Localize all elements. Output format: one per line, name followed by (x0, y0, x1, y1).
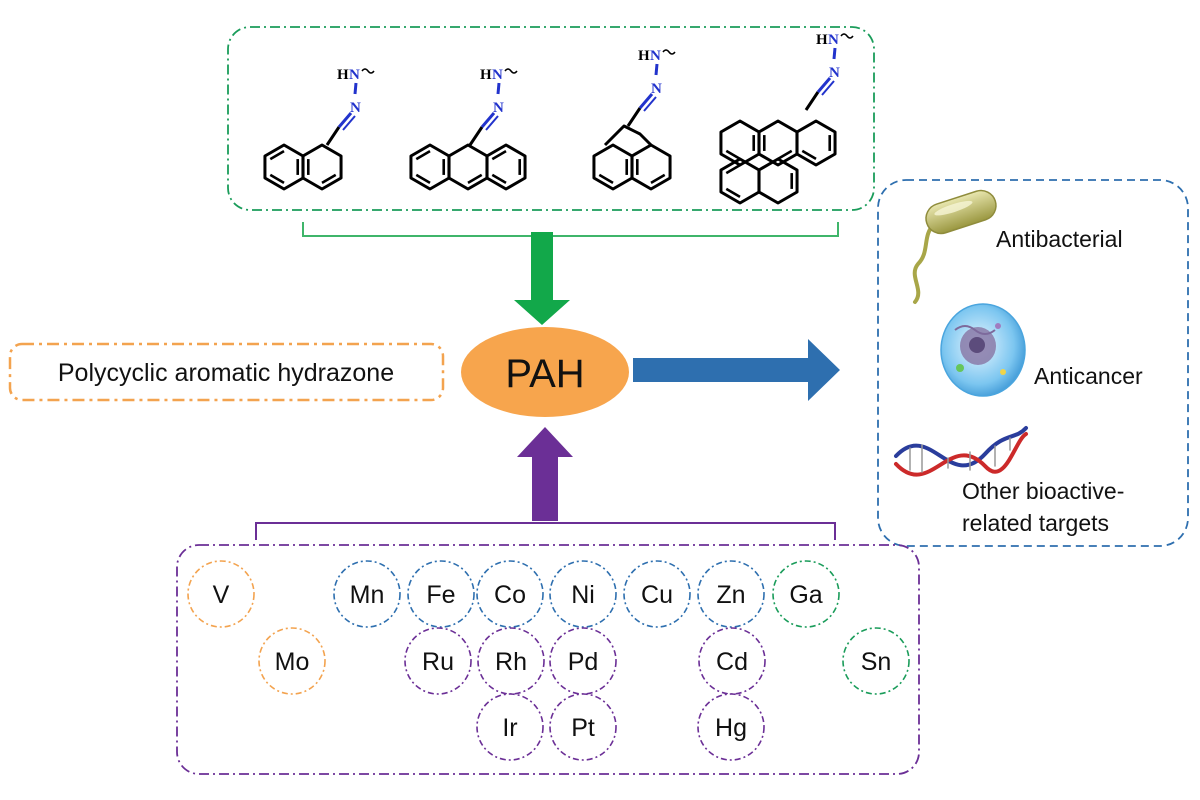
metal-co: Co (476, 560, 544, 628)
metal-cu: Cu (623, 560, 691, 628)
metal-pt: Pt (549, 693, 617, 761)
pyrene-ring-c (719, 157, 761, 205)
metal-hg: Hg (697, 693, 765, 761)
metal-mn: Mn (333, 560, 401, 628)
metal-zn: Zn (697, 560, 765, 628)
metal-symbol: Ga (789, 581, 822, 609)
metal-circle (476, 693, 544, 761)
metal-ga: Ga (772, 560, 840, 628)
naphthalene-ring-a (263, 143, 305, 191)
metal-circle (842, 627, 910, 695)
anthracene-ring-b (447, 143, 489, 191)
metal-circle (404, 627, 472, 695)
metal-pd: Pd (549, 627, 617, 695)
metal-ir: Ir (476, 693, 544, 761)
cell-icon (940, 303, 1026, 397)
metal-symbol: Rh (495, 648, 527, 676)
metal-symbol: Cu (641, 581, 673, 609)
anthracene-ring-a (409, 143, 451, 191)
pah-ellipse (461, 327, 629, 417)
metal-symbol: Ru (422, 648, 454, 676)
metal-circle (697, 693, 765, 761)
metal-circle (549, 693, 617, 761)
metal-rh: Rh (477, 627, 545, 695)
acenaphthene-bridge (603, 124, 653, 147)
metal-symbol: Pt (571, 714, 595, 742)
metals-box (176, 544, 920, 775)
top-bracket (302, 222, 839, 237)
pah-label: PAH (505, 352, 584, 396)
metal-mo: Mo (258, 627, 326, 695)
naphthalene-ring-b (301, 143, 343, 191)
metal-circle (623, 560, 691, 628)
hydrazone-label: Polycyclic aromatic hydrazone (58, 359, 394, 387)
metal-ru: Ru (404, 627, 472, 695)
svg-text:N: N (651, 81, 662, 97)
svg-text:N: N (650, 48, 661, 64)
metal-v: V (187, 560, 255, 628)
svg-text:N: N (492, 67, 503, 83)
metal-symbol: Pd (568, 648, 599, 676)
metal-symbol: Cd (716, 648, 748, 676)
metal-cd: Cd (698, 627, 766, 695)
metal-symbol: Sn (861, 648, 892, 676)
blue-arrow (633, 339, 840, 401)
metal-symbol: Fe (426, 581, 455, 609)
metal-circle (407, 560, 475, 628)
ligand-structures-box (227, 26, 875, 211)
svg-text:H: H (816, 32, 828, 48)
metal-circle (187, 560, 255, 628)
metal-circle (549, 560, 617, 628)
pyrene-ring-e (795, 119, 837, 167)
acenaphthene-ring-a (592, 143, 634, 191)
purple-arrow (517, 427, 573, 521)
metal-fe: Fe (407, 560, 475, 628)
metal-sn: Sn (842, 627, 910, 695)
dna-icon (894, 426, 1028, 477)
svg-text:N: N (829, 65, 840, 81)
metal-ni: Ni (549, 560, 617, 628)
metal-symbol: Ni (571, 581, 595, 609)
metal-symbol: Mn (350, 581, 385, 609)
bacterium-icon (912, 189, 997, 304)
metal-circle (476, 560, 544, 628)
anthracene-ring-c (485, 143, 527, 191)
svg-text:N: N (828, 32, 839, 48)
application-other-line1: Other bioactive- (962, 478, 1124, 504)
metal-circle (772, 560, 840, 628)
svg-text:H: H (337, 67, 349, 83)
metal-symbol: V (213, 581, 230, 609)
application-anticancer: Anticancer (1034, 363, 1143, 389)
hydrazone-label-box (8, 342, 445, 402)
metal-symbol: Mo (275, 648, 310, 676)
metal-symbol: Co (494, 581, 526, 609)
metal-symbol: Hg (715, 714, 747, 742)
metal-symbol: Ir (502, 714, 517, 742)
metal-bracket (255, 522, 836, 540)
metal-symbol: Zn (716, 581, 745, 609)
application-other-line2: related targets (962, 510, 1109, 536)
application-antibacterial: Antibacterial (996, 226, 1123, 252)
metal-circle (258, 627, 326, 695)
metal-circle (333, 560, 401, 628)
svg-text:H: H (480, 67, 492, 83)
green-arrow (514, 232, 570, 325)
svg-text:N: N (349, 67, 360, 83)
svg-text:N: N (493, 100, 504, 116)
svg-text:H: H (638, 48, 650, 64)
metal-circle (697, 560, 765, 628)
pyrene-ring-d (757, 157, 799, 205)
acenaphthene-ring-b (630, 143, 672, 191)
svg-text:N: N (350, 100, 361, 116)
